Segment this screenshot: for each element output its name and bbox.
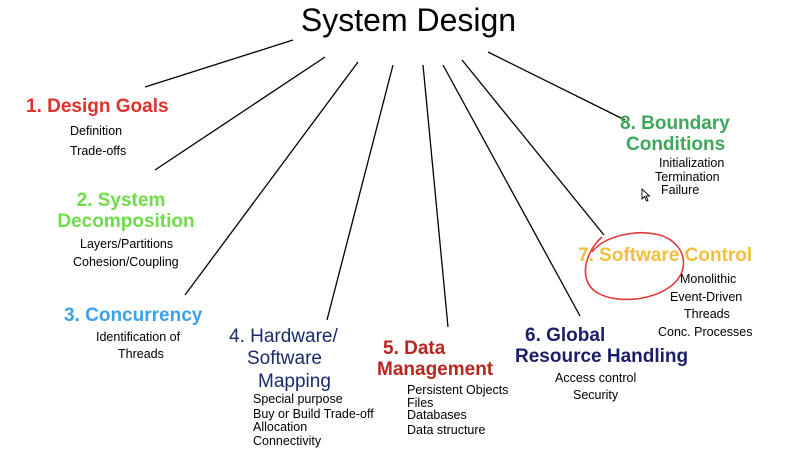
hardware-software-mapping-item: Allocation (253, 420, 308, 434)
design-goals-title: 1. Design Goals (26, 96, 169, 117)
handwritten-circle-annotation (584, 232, 685, 301)
boundary-conditions-title-line: Conditions (626, 134, 726, 155)
global-resource-handling-item: Security (573, 388, 619, 402)
data-management-item: Data structure (407, 423, 486, 437)
hardware-software-mapping-item: Buy or Build Trade-off (253, 407, 374, 421)
hardware-software-mapping-title-line: Software (247, 348, 322, 369)
design-goals-item: Definition (70, 124, 123, 138)
concurrency-item: Threads (118, 347, 164, 361)
concurrency-title: 3. Concurrency (64, 305, 203, 326)
data-management-title-line: 5. Data (383, 338, 446, 359)
hardware-software-mapping-item: Special purpose (253, 392, 343, 406)
data-management-item: Persistent Objects (407, 383, 509, 397)
system-decomposition-title-line: Decomposition (57, 211, 195, 232)
software-control-title: 7. Software Control (578, 245, 753, 266)
boundary-conditions-item: Initialization (659, 156, 725, 170)
global-resource-handling-item: Access control (555, 371, 637, 385)
boundary-conditions-item: Termination (655, 170, 720, 184)
connector-software-control (461, 59, 605, 236)
data-management-title-line: Management (377, 359, 494, 380)
software-control-item: Threads (684, 307, 730, 321)
software-control-item: Conc. Processes (658, 325, 753, 339)
global-resource-handling-title-line: Resource Handling (515, 346, 689, 367)
mouse-pointer-icon (641, 188, 651, 202)
system-decomposition-item: Layers/Partitions (80, 237, 174, 251)
connector-hardware-software-mapping (326, 64, 394, 321)
connector-data-management (422, 64, 449, 328)
global-resource-handling-title-line: 6. Global (525, 325, 606, 346)
node-design-goals: 1. Design Goals (26, 96, 169, 117)
connector-global-resource-handling (442, 64, 581, 317)
software-control-item: Event-Driven (670, 290, 743, 304)
boundary-conditions-title-line: 8. Boundary (620, 113, 730, 134)
connector-system-decomposition (154, 56, 326, 171)
hardware-software-mapping-item: Connectivity (253, 434, 322, 448)
boundary-conditions-item: Failure (661, 183, 700, 197)
data-management-item: Databases (407, 408, 467, 422)
software-control-item: Monolithic (680, 272, 737, 286)
system-decomposition-title-line: 2. System (76, 190, 166, 211)
node-concurrency: 3. Concurrency (64, 305, 202, 326)
node-system-decomposition: 2. System Decomposition (36, 190, 216, 232)
data-management-item: Files (407, 396, 434, 410)
hardware-software-mapping-title-line: 4. Hardware/ (229, 326, 338, 347)
connector-design-goals (144, 39, 294, 88)
diagram-title: System Design (300, 2, 517, 38)
concurrency-item: Identification of (96, 330, 181, 344)
connector-concurrency (184, 61, 359, 296)
hardware-software-mapping-title-line: Mapping (258, 371, 331, 392)
connector-boundary-conditions (487, 51, 626, 121)
system-decomposition-item: Cohesion/Coupling (73, 255, 179, 269)
design-goals-item: Trade-offs (70, 144, 127, 158)
